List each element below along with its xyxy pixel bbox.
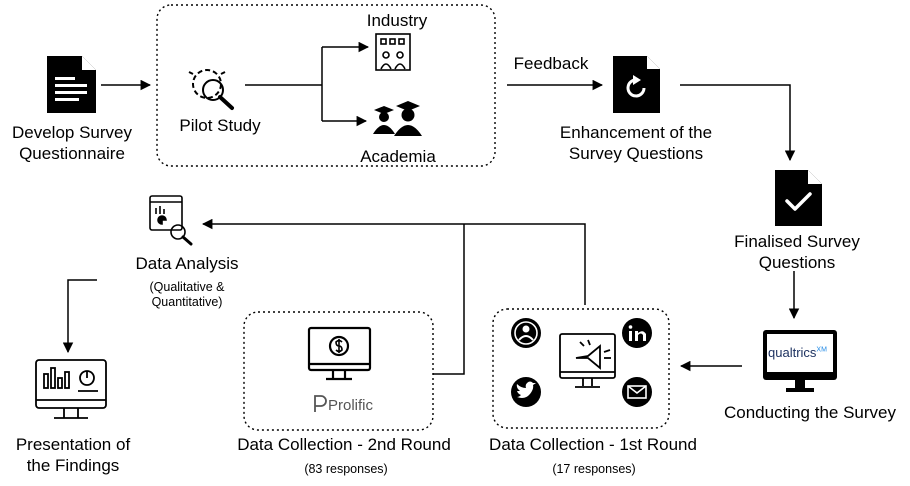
data-analysis-label: Data Analysis (135, 254, 239, 273)
twitter-icon (511, 377, 541, 407)
arrow-first-round-to-analysis (201, 218, 586, 305)
first-round-responses: (17 responses) (552, 462, 636, 476)
analysis-magnifier-icon (149, 195, 193, 246)
building-icon (375, 33, 411, 71)
document-form-icon (47, 56, 96, 113)
pilot-study-label: Pilot Study (179, 116, 261, 135)
second-round-label: Data Collection - 2nd Round (237, 435, 451, 454)
prolific-logo-icon (314, 395, 327, 412)
connectors (62, 41, 800, 375)
arrow-analysis-to-presentation (62, 279, 97, 354)
mail-icon (622, 377, 652, 407)
monitor-dollar-icon (307, 326, 372, 381)
second-round-responses: (83 responses) (304, 462, 388, 476)
person-icon (511, 318, 541, 348)
monitor-qualtrics-icon (763, 330, 837, 392)
conducting-label: Conducting the Survey (724, 403, 896, 422)
second-round-group (243, 311, 434, 431)
prolific-brand: Prolific (328, 397, 374, 414)
first-round-label: Data Collection - 1st Round (489, 435, 697, 454)
linkedin-icon (622, 318, 652, 348)
first-round-group (492, 308, 670, 429)
monitor-dashboard-icon (35, 359, 107, 419)
line-second-round-to-analysis (433, 224, 465, 375)
document-refresh-icon (613, 56, 660, 113)
qualtrics-brand: qualtricsXM (768, 345, 827, 360)
pilot-study-group (156, 4, 496, 167)
industry-label: Industry (366, 11, 428, 30)
monitor-megaphone-icon (559, 333, 616, 388)
data-analysis-note: (Qualitative &Quantitative) (149, 280, 225, 309)
academia-label: Academia (360, 147, 436, 166)
document-check-icon (775, 170, 822, 226)
graduates-icon (373, 101, 422, 136)
arrow-enhancement-to-finalised (680, 84, 796, 162)
feedback-label: Feedback (513, 54, 589, 73)
gear-magnifier-icon (188, 69, 234, 110)
